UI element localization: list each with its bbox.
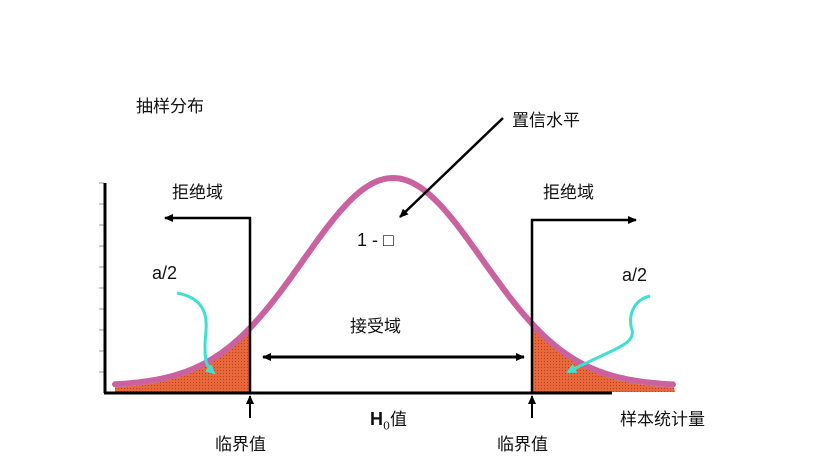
- y-axis-ticks: [99, 182, 104, 373]
- h0-subscript: 0: [383, 419, 390, 433]
- x-axis-label: 样本统计量: [620, 410, 705, 430]
- alpha-right-callout-arrow: [566, 294, 651, 374]
- left-tail-area: [115, 332, 250, 392]
- acceptance-region-label: 接受域: [350, 317, 401, 337]
- normal-distribution-curve: [112, 174, 676, 388]
- left-rejection-arrow: [164, 214, 252, 393]
- confidence-level-arrow: [399, 117, 504, 218]
- alpha-left-callout-arrow: [176, 291, 216, 375]
- critical-value-left-label: 临界值: [215, 435, 266, 455]
- alpha-half-left-label: a/2: [152, 263, 178, 283]
- right-rejection-arrow: [530, 216, 637, 393]
- rejection-region-left-label: 拒绝域: [172, 183, 223, 203]
- h0-value-label: H0值: [370, 405, 407, 432]
- right-tail-area: [532, 326, 675, 392]
- rejection-region-right-label: 拒绝域: [543, 183, 594, 203]
- confidence-level-label: 置信水平: [512, 111, 580, 131]
- h0-suffix: 值: [390, 410, 407, 430]
- alpha-half-right-label: a/2: [622, 265, 648, 285]
- sampling-distribution-label: 抽样分布: [136, 97, 204, 117]
- one-minus-alpha-label: 1 - □: [357, 230, 394, 250]
- critical-value-right-label: 临界值: [497, 435, 548, 455]
- h0-symbol: H: [370, 409, 383, 429]
